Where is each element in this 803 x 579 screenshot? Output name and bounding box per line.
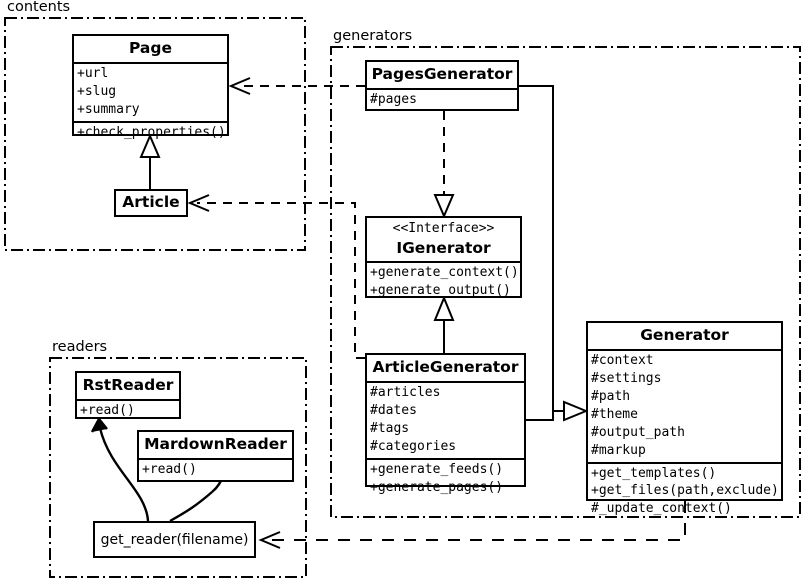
relationship-articlegenerator-uses-article — [187, 194, 365, 359]
class-box-pages-generator[interactable]: PagesGenerator #pages — [365, 60, 519, 111]
class-attribute: #tags — [370, 420, 410, 436]
class-method: #_update_context() — [591, 501, 732, 517]
package-label-contents: contents — [5, 0, 73, 15]
class-attribute: +slug — [77, 83, 117, 99]
relationship-generators-to-generator — [519, 85, 589, 422]
class-box-rst-reader[interactable]: RstReader +read() — [75, 371, 181, 419]
class-name-generator: Generator — [588, 323, 781, 351]
class-methods-mardown-reader: +read() — [139, 460, 292, 481]
class-attribute: +summary — [77, 101, 140, 117]
class-method: +read() — [80, 402, 135, 418]
class-method: +generate_context() — [370, 265, 519, 281]
class-name-article-generator: ArticleGenerator — [367, 355, 524, 383]
class-box-article-generator[interactable]: ArticleGenerator #articles #dates #tags … — [365, 353, 526, 495]
class-method: +read() — [142, 461, 197, 477]
class-attributes-article-generator: #articles #dates #tags #categories — [367, 383, 524, 460]
class-methods-rst-reader: +read() — [77, 401, 179, 422]
relationship-pagesgenerator-uses-page — [228, 77, 365, 95]
class-box-igenerator[interactable]: <<Interface>> IGenerator +generate_conte… — [365, 216, 522, 298]
class-method: +get_templates() — [591, 465, 717, 481]
class-name-article: Article — [122, 193, 180, 211]
function-box-get-reader[interactable]: get_reader(filename) — [93, 521, 256, 558]
class-methods-generator: +get_templates() +get_files(path,exclude… — [588, 464, 781, 521]
class-box-mardown-reader[interactable]: MardownReader +read() — [137, 430, 294, 482]
class-name-rst-reader: RstReader — [77, 373, 179, 401]
class-methods-article-generator: +generate_feeds() +generate_pages() — [367, 460, 524, 499]
class-attribute: #markup — [591, 442, 646, 458]
class-attribute: #articles — [370, 384, 441, 400]
class-attribute: #settings — [591, 370, 662, 386]
class-method: +generate_pages() — [370, 479, 504, 495]
package-label-readers: readers — [50, 339, 110, 355]
class-attribute: #output_path — [591, 424, 685, 440]
class-box-page[interactable]: Page +url +slug +summary +check_properti… — [72, 34, 229, 140]
class-attributes-page: +url +slug +summary — [74, 64, 227, 123]
class-box-generator[interactable]: Generator #context #settings #path #them… — [586, 321, 783, 516]
class-name-pages-generator: PagesGenerator — [367, 62, 517, 90]
class-attribute: #path — [591, 388, 631, 404]
class-attributes-generator: #context #settings #path #theme #output_… — [588, 351, 781, 464]
class-attribute: #dates — [370, 402, 417, 418]
class-attribute: #theme — [591, 406, 638, 422]
class-attribute: #context — [591, 352, 654, 368]
class-method: +generate_output() — [370, 283, 511, 299]
class-box-article[interactable]: Article — [114, 189, 188, 217]
class-method: +check_properties() — [77, 124, 226, 140]
relationship-article-to-page — [139, 133, 161, 189]
class-attribute: +url — [77, 65, 109, 81]
class-attribute: #categories — [370, 438, 457, 454]
class-attributes-pages-generator: #pages — [367, 90, 517, 111]
relationship-articlegenerator-to-igenerator — [433, 295, 455, 353]
class-stereotype-igenerator: <<Interface>> — [392, 221, 495, 236]
class-attribute: #pages — [370, 91, 417, 107]
class-name-mardown-reader: MardownReader — [139, 432, 292, 460]
class-method: +get_files(path,exclude) — [591, 483, 779, 499]
class-name-label: IGenerator — [396, 238, 491, 257]
class-name-igenerator: <<Interface>> IGenerator — [367, 218, 520, 264]
class-name-page: Page — [74, 36, 227, 64]
class-method: +generate_feeds() — [370, 461, 504, 477]
class-methods-page: +check_properties() — [74, 123, 227, 144]
package-label-generators: generators — [331, 28, 415, 44]
class-methods-igenerator: +generate_context() +generate_output() — [367, 263, 520, 302]
relationship-pagesgenerator-to-igenerator — [433, 111, 455, 219]
